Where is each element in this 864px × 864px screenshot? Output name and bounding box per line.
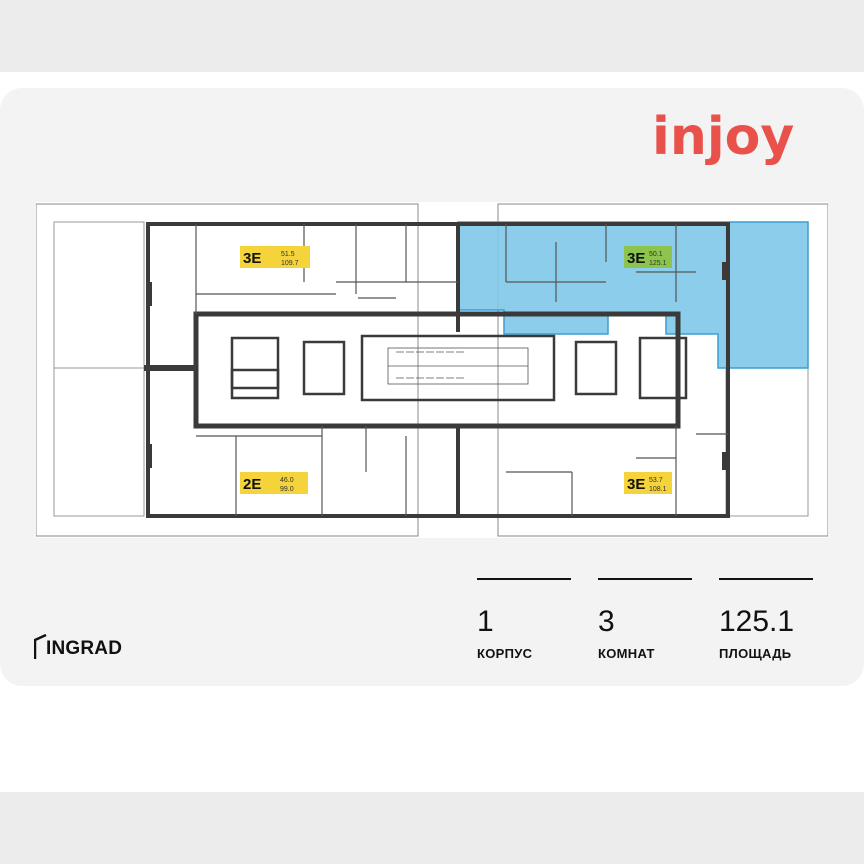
plan-outline-left	[36, 203, 419, 537]
lift-shaft-left-1	[230, 336, 280, 390]
unit-area-living: 51.5	[281, 251, 295, 258]
stair-core	[360, 334, 556, 402]
stat-label: КОМНАТ	[598, 646, 655, 661]
unit-tag-3[interactable]: 2E 46.0 99.0	[240, 472, 308, 494]
unit-type: 3E	[243, 250, 261, 267]
top-band	[0, 0, 864, 72]
ingrad-mark-icon	[34, 634, 47, 659]
lift-shaft-3	[574, 340, 618, 396]
unit-area-total: 108.1	[649, 486, 667, 493]
stat-area: 125.1 ПЛОЩАДЬ	[719, 578, 819, 661]
stat-rooms: 3 КОМНАТ	[598, 578, 694, 661]
unit-area-living: 50.1	[649, 251, 663, 258]
stat-building: 1 КОРПУС	[477, 578, 573, 661]
brand-name: injoy	[652, 108, 794, 167]
unit-area-total: 109.7	[281, 260, 299, 267]
unit-type: 3E	[627, 476, 645, 493]
stat-value: 3	[598, 605, 615, 638]
developer-name: INGRAD	[46, 638, 123, 659]
unit-type: 2E	[243, 476, 261, 493]
unit-tag-2-selected[interactable]: 3E 50.1 125.1	[624, 246, 672, 268]
lift-shaft-right	[638, 336, 688, 400]
unit-area-total: 99.0	[280, 486, 294, 493]
stat-value: 1	[477, 605, 494, 638]
stat-divider	[477, 578, 571, 580]
stat-value: 125.1	[719, 605, 795, 638]
stat-divider	[719, 578, 813, 580]
stat-divider	[598, 578, 692, 580]
unit-area-living: 53.7	[649, 477, 663, 484]
unit-type: 3E	[627, 250, 645, 267]
unit-tag-4[interactable]: 3E 53.7 108.1	[624, 472, 672, 494]
stat-label: ПЛОЩАДЬ	[719, 646, 792, 661]
bottom-band	[0, 792, 864, 864]
unit-area-living: 46.0	[280, 477, 294, 484]
plan-outline-right	[497, 203, 828, 537]
injoy-logo: injoy	[652, 108, 794, 167]
floor-plan: 3E 51.5 109.7 3E 50.1 125.1 2E 46.0 99.0…	[36, 202, 828, 538]
unit-area-total: 125.1	[649, 260, 667, 267]
ingrad-logo: INGRAD	[34, 616, 122, 660]
unit-tag-1[interactable]: 3E 51.5 109.7	[240, 246, 310, 268]
stat-label: КОРПУС	[477, 646, 533, 661]
lift-shaft-2	[302, 340, 346, 396]
